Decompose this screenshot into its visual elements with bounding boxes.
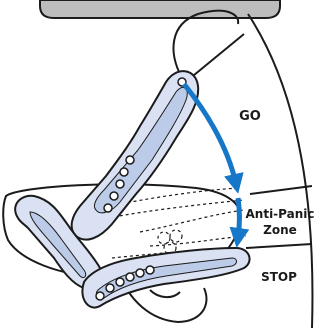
zone-divider-mid — [250, 186, 312, 194]
anti-panic-label: Anti-Panic — [246, 207, 315, 221]
zone-divider-low — [246, 244, 312, 248]
stop-label: STOP — [261, 270, 297, 284]
go-label: GO — [239, 109, 261, 124]
antipanic-arrow — [238, 198, 240, 238]
zone-divider-top — [188, 34, 244, 80]
zone-label: Zone — [263, 223, 297, 237]
top-tab — [40, 0, 280, 18]
rope-loop — [174, 11, 239, 78]
